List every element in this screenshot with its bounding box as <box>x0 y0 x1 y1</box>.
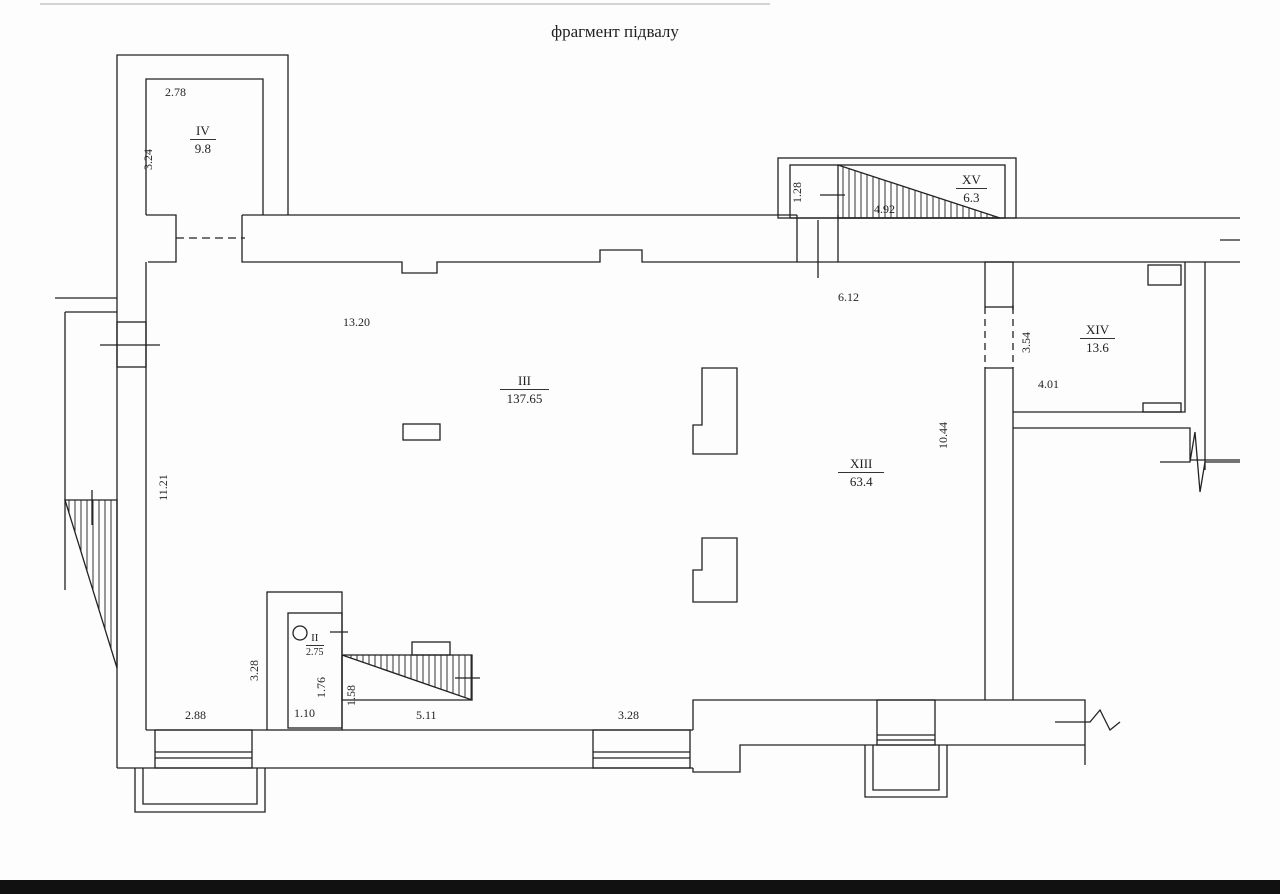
room-iii-label: III 137.65 <box>500 372 549 407</box>
dimension-label: 10.44 <box>936 422 950 449</box>
room-xiii-label: XIII 63.4 <box>838 455 885 490</box>
dimension-label: 11.21 <box>155 474 170 501</box>
dimension-label: 1.76 <box>314 677 328 698</box>
west-wall <box>55 262 160 768</box>
room-number: III <box>500 372 549 390</box>
column-1 <box>692 367 738 455</box>
break-mark <box>1160 431 1240 493</box>
room-number: II <box>306 632 324 646</box>
room-xv-label: XV 6.3 <box>956 171 987 206</box>
south-wall <box>117 699 1121 813</box>
room-area: 63.4 <box>849 474 873 489</box>
dimension-label: 2.78 <box>165 85 186 99</box>
room-area: 9.8 <box>194 141 211 156</box>
dimension-label: 2.88 <box>185 708 206 722</box>
room-xiv-label: XIV 13.6 <box>1080 321 1116 356</box>
room-xiv-walls <box>1013 239 1240 470</box>
north-wall <box>241 214 1240 278</box>
dimension-label: 3.54 <box>1019 332 1033 353</box>
exterior-stair-hatch <box>64 499 118 669</box>
dimension-label: 5.11 <box>416 708 437 722</box>
room-area: 13.6 <box>1086 340 1109 355</box>
room-number: XIV <box>1080 321 1116 339</box>
dimension-label: 13.20 <box>343 315 370 329</box>
interior-stair-hatch <box>341 654 473 701</box>
dimension-label: 1.28 <box>790 182 804 203</box>
dimension-label: 6.12 <box>838 290 859 304</box>
partition-wall <box>984 261 1014 701</box>
room-area: 2.75 <box>306 647 324 658</box>
room-number: IV <box>190 122 216 140</box>
dimension-label: 3.28 <box>247 660 261 681</box>
dimension-label: 3.28 <box>618 708 639 722</box>
dimension-label: 4.92 <box>874 202 895 216</box>
room-number: XIII <box>838 455 885 473</box>
dimension-label: 3.24 <box>141 149 155 170</box>
room-area: 6.3 <box>963 190 980 205</box>
room-iv-label: IV 9.8 <box>190 122 216 157</box>
dimension-label: 1.58 <box>344 685 358 706</box>
bottom-edge-bar <box>0 880 1280 894</box>
room-ii-label: II 2.75 <box>306 632 324 659</box>
column-2 <box>692 537 738 603</box>
dimension-label: 4.01 <box>1038 377 1059 391</box>
room-number: XV <box>956 171 987 189</box>
column-3 <box>402 423 441 441</box>
room-iv-walls <box>116 54 289 310</box>
stair-xv-hatch <box>837 164 1001 219</box>
room-area: 137.65 <box>506 391 543 406</box>
plan-title: фрагмент підвалу <box>551 22 679 41</box>
dimension-label: 1.10 <box>294 706 315 720</box>
